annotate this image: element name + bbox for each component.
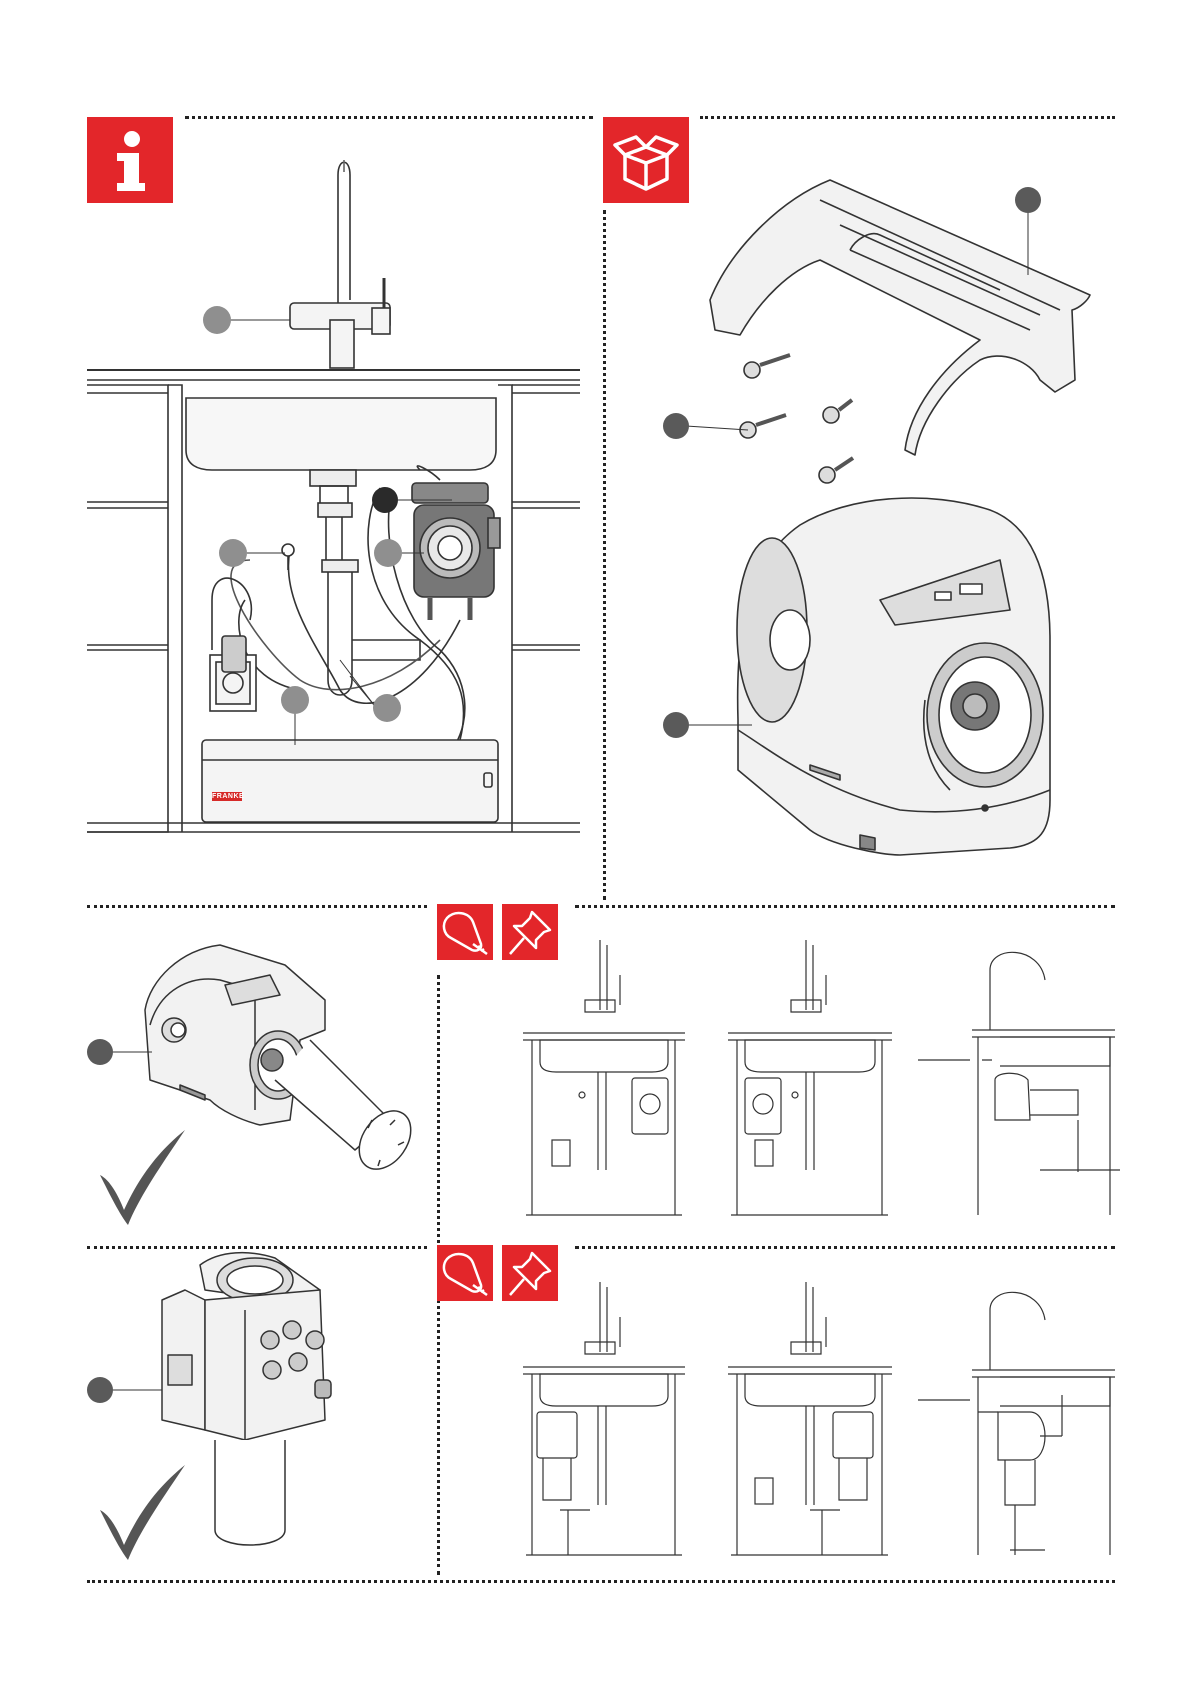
pushpin-icon xyxy=(502,904,558,960)
screw-icon xyxy=(744,355,790,378)
separator-lower-left xyxy=(87,1246,427,1249)
diagram-cabinet-unit-left xyxy=(728,940,892,1215)
screw-icon xyxy=(823,400,852,423)
separator-middle-right xyxy=(575,905,1115,908)
tape-measure-icon xyxy=(437,1245,493,1301)
separator-middle-left xyxy=(87,905,427,908)
diagram-side-view-unit xyxy=(918,952,1120,1215)
diagram-cabinet-filter-right xyxy=(728,1282,892,1555)
diagram-cabinet-unit-right xyxy=(523,940,685,1215)
separator-lower-right xyxy=(575,1246,1115,1249)
open-box-icon xyxy=(603,117,689,203)
checkmark-icon xyxy=(100,1130,185,1225)
separator-bottom xyxy=(87,1580,1115,1583)
screw-icon xyxy=(740,415,786,438)
boiler-brand-label: FRANKE xyxy=(212,792,242,801)
tape-measure-icon xyxy=(437,904,493,960)
separator-top-right xyxy=(700,116,1115,119)
diagram-cabinet-filter-left xyxy=(523,1282,685,1555)
separator-top-left xyxy=(185,116,593,119)
diagram-side-view-filter xyxy=(918,1292,1115,1555)
screw-icon xyxy=(819,458,853,483)
info-icon xyxy=(87,117,173,203)
separator-vertical-top xyxy=(603,210,606,900)
faucet-illustration xyxy=(290,160,390,368)
pushpin-icon xyxy=(502,1245,558,1301)
checkmark-icon xyxy=(100,1465,185,1560)
